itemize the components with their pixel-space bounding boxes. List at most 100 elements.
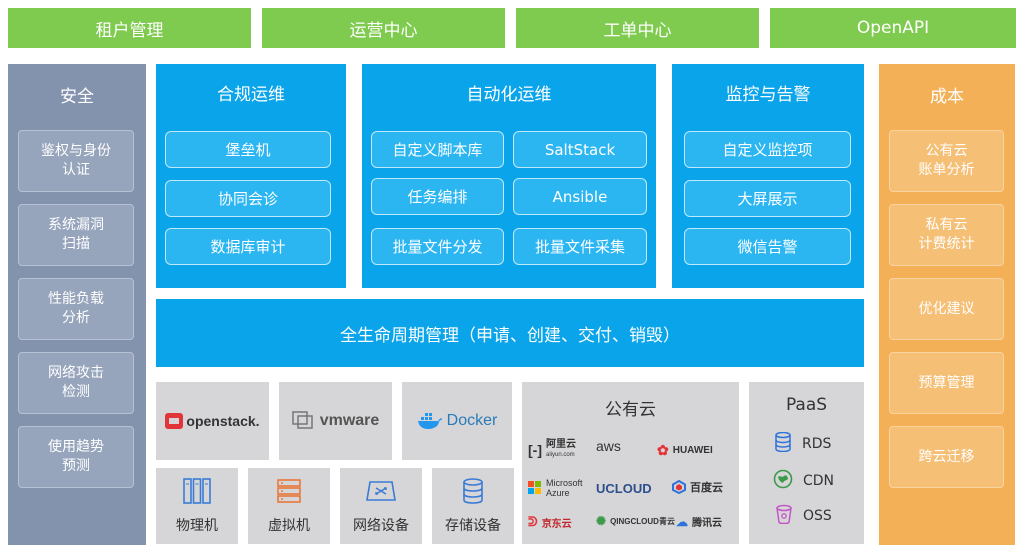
qingcloud-logo[interactable]: ✺ QINGCLOUD青云	[596, 514, 675, 528]
server-icon	[183, 478, 211, 508]
item-label: 网络攻击 检测	[48, 365, 104, 400]
vmware-logo-icon	[291, 411, 316, 431]
automation-panel: 自动化运维 自定义脚本库 SaltStack 任务编排 Ansible 批量文件…	[362, 64, 656, 288]
db-audit-button[interactable]: 数据库审计	[165, 228, 331, 265]
paas-cdn-item[interactable]: CDN	[773, 469, 834, 493]
jd-label: 京东云	[541, 518, 572, 530]
jd-cloud-logo[interactable]: ᕲ 京东云	[528, 514, 572, 530]
item-label: 系统漏洞 扫描	[48, 217, 104, 252]
lifecycle-management-bar[interactable]: 全生命周期管理（申请、创建、交付、销毁）	[156, 299, 864, 367]
button-label: 任务编排	[407, 188, 468, 206]
huawei-logo[interactable]: ✿ HUAWEI	[657, 442, 713, 459]
aws-logo[interactable]: aws	[596, 438, 621, 454]
security-title: 安全	[60, 86, 94, 107]
aliyun-label: 阿里云	[546, 439, 576, 450]
button-label: 协同会诊	[217, 190, 278, 208]
azure-logo[interactable]: Microsoft Azure	[528, 478, 583, 498]
baidu-label: 百度云	[690, 482, 723, 494]
bastion-host-button[interactable]: 堡垒机	[165, 131, 331, 168]
baidu-cloud-logo[interactable]: 百度云	[672, 479, 723, 495]
openstack-tile[interactable]: openstack.	[156, 382, 269, 460]
vmware-tile[interactable]: vmware	[279, 382, 392, 460]
physical-machine-tile[interactable]: 物理机	[156, 468, 238, 544]
aliyun-logo[interactable]: [-] 阿里云 aliyun.com	[528, 440, 576, 460]
collab-diagnosis-button[interactable]: 协同会诊	[165, 180, 331, 217]
tencent-cloud-logo[interactable]: ☁ 腾讯云	[676, 514, 722, 530]
security-item-trend-predict[interactable]: 使用趋势 预测	[18, 426, 134, 488]
button-label: 批量文件采集	[534, 238, 625, 256]
nav-tenant-management[interactable]: 租户管理	[8, 8, 251, 48]
ucloud-label: UCLOUD	[596, 481, 652, 496]
button-label: 自定义脚本库	[392, 141, 483, 159]
security-item-perf-analysis[interactable]: 性能负载 分析	[18, 278, 134, 340]
network-device-tile[interactable]: 网络设备	[340, 468, 422, 544]
openstack-label: openstack.	[186, 413, 260, 429]
paas-rds-item[interactable]: RDS	[774, 431, 832, 456]
button-label: SaltStack	[544, 140, 616, 159]
nav-label: 租户管理	[95, 20, 164, 41]
qingcloud-icon: ✺	[596, 514, 607, 528]
button-label: 微信告警	[737, 238, 798, 256]
cost-item-private-billing[interactable]: 私有云 计费统计	[889, 204, 1004, 266]
cdn-globe-icon	[773, 469, 793, 493]
ansible-button[interactable]: Ansible	[513, 178, 647, 215]
network-switch-icon	[366, 480, 396, 506]
rds-label: RDS	[802, 436, 832, 452]
physical-machine-label: 物理机	[176, 518, 218, 534]
vm-stack-icon	[276, 478, 302, 508]
paas-tile: PaaS RDS CDN OSS	[749, 382, 864, 544]
compliance-panel: 合规运维 堡垒机 协同会诊 数据库审计	[156, 64, 346, 288]
cost-item-migration[interactable]: 跨云迁移	[889, 426, 1004, 488]
oss-bucket-icon	[775, 504, 793, 528]
cdn-label: CDN	[803, 473, 835, 489]
security-item-auth[interactable]: 鉴权与身份 认证	[18, 130, 134, 192]
button-label: 堡垒机	[225, 141, 271, 159]
azure-label-2: Azure	[546, 488, 570, 498]
task-orchestration-button[interactable]: 任务编排	[371, 178, 504, 215]
network-device-label: 网络设备	[353, 518, 409, 534]
storage-device-tile[interactable]: 存储设备	[432, 468, 514, 544]
item-label: 预算管理	[918, 374, 975, 391]
security-column: 安全 鉴权与身份 认证 系统漏洞 扫描 性能负载 分析 网络攻击 检测 使用趋势…	[8, 64, 146, 545]
batch-collect-button[interactable]: 批量文件采集	[513, 228, 647, 265]
docker-tile[interactable]: Docker	[402, 382, 512, 460]
cost-column: 成本 公有云 账单分析 私有云 计费统计 优化建议 预算管理 跨云迁移	[879, 64, 1015, 545]
item-label: 鉴权与身份 认证	[41, 143, 111, 178]
nav-operations-center[interactable]: 运营中心	[262, 8, 505, 48]
nav-label: OpenAPI	[856, 18, 930, 38]
nav-openapi[interactable]: OpenAPI	[770, 8, 1016, 48]
batch-distribute-button[interactable]: 批量文件分发	[371, 228, 504, 265]
nav-ticket-center[interactable]: 工单中心	[516, 8, 759, 48]
button-label: 大屏展示	[737, 190, 798, 208]
jd-cloud-icon: ᕲ	[528, 514, 538, 529]
item-label: 跨云迁移	[918, 448, 975, 465]
security-item-attack-detect[interactable]: 网络攻击 检测	[18, 352, 134, 414]
huawei-flower-icon: ✿	[657, 442, 669, 458]
big-screen-button[interactable]: 大屏展示	[684, 180, 851, 217]
virtual-machine-tile[interactable]: 虚拟机	[248, 468, 330, 544]
item-label: 公有云 账单分析	[918, 143, 975, 178]
monitoring-title: 监控与告警	[725, 84, 811, 105]
item-label: 私有云 计费统计	[918, 217, 975, 252]
saltstack-button[interactable]: SaltStack	[513, 131, 647, 168]
azure-label-1: Microsoft	[546, 478, 583, 488]
cost-item-budget[interactable]: 预算管理	[889, 352, 1004, 414]
wechat-alert-button[interactable]: 微信告警	[684, 228, 851, 265]
script-library-button[interactable]: 自定义脚本库	[371, 131, 504, 168]
ucloud-logo[interactable]: UCLOUD	[596, 481, 652, 496]
paas-title: PaaS	[785, 395, 828, 415]
cost-item-optimization[interactable]: 优化建议	[889, 278, 1004, 340]
baidu-cloud-icon	[672, 479, 686, 495]
item-label: 性能负载 分析	[48, 291, 104, 326]
cost-title: 成本	[930, 86, 964, 107]
paas-oss-item[interactable]: OSS	[775, 504, 832, 528]
docker-label: Docker	[446, 412, 498, 429]
lifecycle-label: 全生命周期管理（申请、创建、交付、销毁）	[340, 325, 680, 346]
security-item-vuln-scan[interactable]: 系统漏洞 扫描	[18, 204, 134, 266]
cost-item-public-bill[interactable]: 公有云 账单分析	[889, 130, 1004, 192]
database-icon	[462, 478, 484, 508]
public-cloud-title: 公有云	[605, 399, 656, 420]
custom-monitor-button[interactable]: 自定义监控项	[684, 131, 851, 168]
virtual-machine-label: 虚拟机	[268, 518, 310, 534]
compliance-title: 合规运维	[217, 84, 285, 105]
